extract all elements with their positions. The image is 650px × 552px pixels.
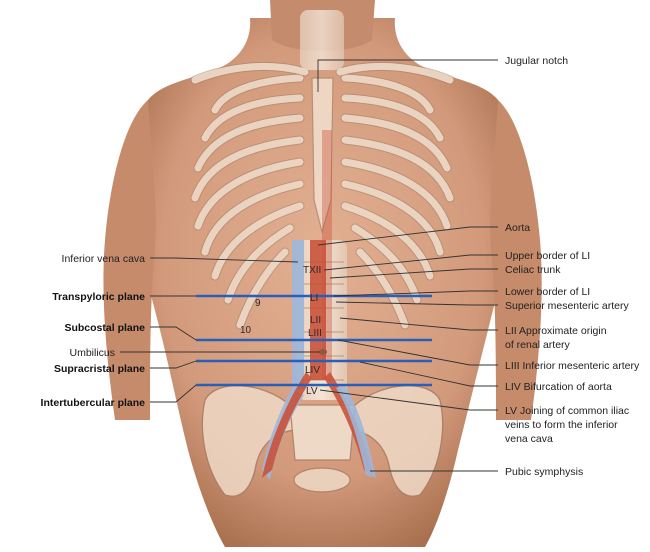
left-leader-lines [120,257,320,403]
vertebra-label-lv: LV [306,386,318,397]
label-intertubercular-plane: Intertubercular plane [41,397,146,409]
label-umbilicus: Umbilicus [69,347,115,359]
rib-cage [190,61,455,330]
label-l4-bifurcation: LIV Bifurcation of aorta [505,381,612,393]
label-l2-renal-1: LII Approximate origin [505,325,607,337]
label-celiac-trunk: Celiac trunk [505,264,561,276]
pelvis [201,384,444,497]
rib-number-10: 10 [240,325,252,336]
right-leader-lines [317,59,498,472]
label-pubic-symphysis: Pubic symphysis [505,466,583,478]
label-l5-3: vena cava [505,433,553,445]
label-upper-border-l1: Upper border of LI [505,250,590,262]
label-subcostal-plane: Subcostal plane [64,322,145,334]
rib-number-9: 9 [255,298,261,309]
vertebra-label-lii: LII [310,315,321,326]
umbilicus-mark [319,349,327,355]
label-supracristal-plane: Supracristal plane [54,363,145,375]
label-l3-inferior-mesenteric: LIII Inferior mesenteric artery [505,360,640,372]
vertebra-label-liii: LIII [308,328,322,339]
vertebra-label-txii: TXII [303,265,321,276]
label-jugular-notch: Jugular notch [505,55,568,67]
label-lower-border-l1: Lower border of LI [505,286,590,298]
label-superior-mesenteric: Superior mesenteric artery [505,300,629,312]
label-inferior-vena-cava: Inferior vena cava [62,253,146,265]
label-l5-2: veins to form the inferior [505,419,618,431]
label-l2-renal-2: of renal artery [505,339,571,351]
vertebra-label-li: LI [310,293,318,304]
vertebra-label-liv: LIV [305,365,320,376]
label-l5-1: LV Joining of common iliac [505,405,629,417]
aorta [262,130,376,478]
label-aorta: Aorta [505,222,530,234]
label-transpyloric-plane: Transpyloric plane [52,291,145,303]
